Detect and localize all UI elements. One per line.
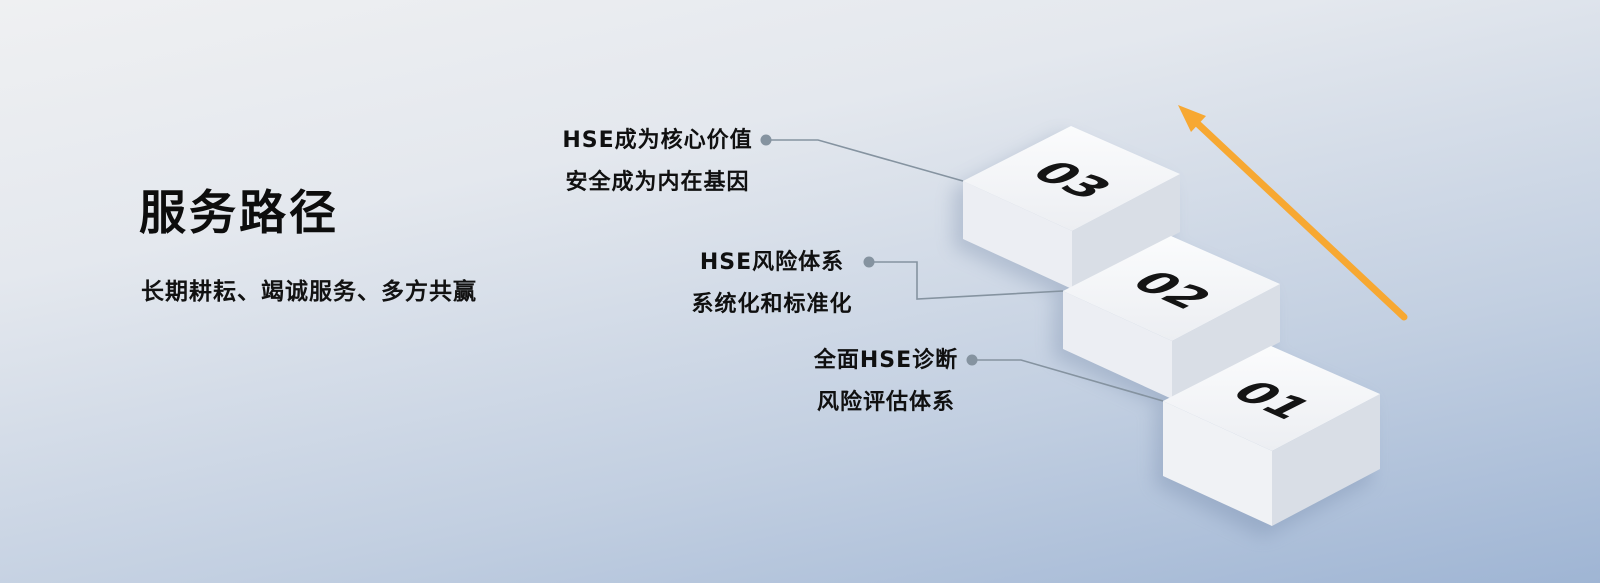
step-02-label-line-1: HSE风险体系 xyxy=(699,250,845,275)
page-subtitle: 长期耕耘、竭诚服务、多方共赢 xyxy=(141,279,477,305)
step-02-top-face xyxy=(1063,236,1280,341)
step-01-right-face xyxy=(1272,394,1380,526)
step-01-left-face xyxy=(1163,401,1272,526)
step-03-label-line-1: HSE成为核心价值 xyxy=(562,128,753,153)
connectors xyxy=(766,139,1164,402)
step-02-right-face xyxy=(1172,284,1280,399)
connector-dot-step-01 xyxy=(966,354,978,366)
connector-line-step-03 xyxy=(766,139,964,182)
page-title: 服务路径 xyxy=(139,186,339,241)
step-01-block: 01 xyxy=(1163,346,1380,526)
step-01-label: 全面HSE诊断 风险评估体系 xyxy=(800,340,972,424)
connector-line-step-02 xyxy=(869,261,1064,300)
step-02-left-face xyxy=(1063,291,1172,399)
step-01-top-face xyxy=(1163,346,1380,451)
step-02-block: 02 xyxy=(1063,236,1280,399)
step-02-label-line-2: 系统化和标准化 xyxy=(691,292,853,317)
step-03-block: 03 xyxy=(963,126,1180,289)
connector-dot-step-02 xyxy=(863,256,875,268)
step-03-label: HSE成为核心价值 安全成为内在基因 xyxy=(550,120,765,204)
growth-arrow-icon xyxy=(1178,105,1408,321)
step-02-label: HSE风险体系 系统化和标准化 xyxy=(676,242,868,326)
step-01-label-line-2: 风险评估体系 xyxy=(816,390,955,415)
connector-line-step-01 xyxy=(972,359,1164,402)
step-03-right-face xyxy=(1072,174,1180,289)
step-01-label-line-1: 全面HSE诊断 xyxy=(813,348,959,373)
connector-dot-step-03 xyxy=(760,134,772,146)
connector-dots xyxy=(760,134,978,366)
title-block: 服务路径 xyxy=(139,188,339,240)
step-03-left-face xyxy=(963,181,1072,289)
step-03-top-face xyxy=(963,126,1180,231)
step-03-label-line-2: 安全成为内在基因 xyxy=(565,170,750,195)
